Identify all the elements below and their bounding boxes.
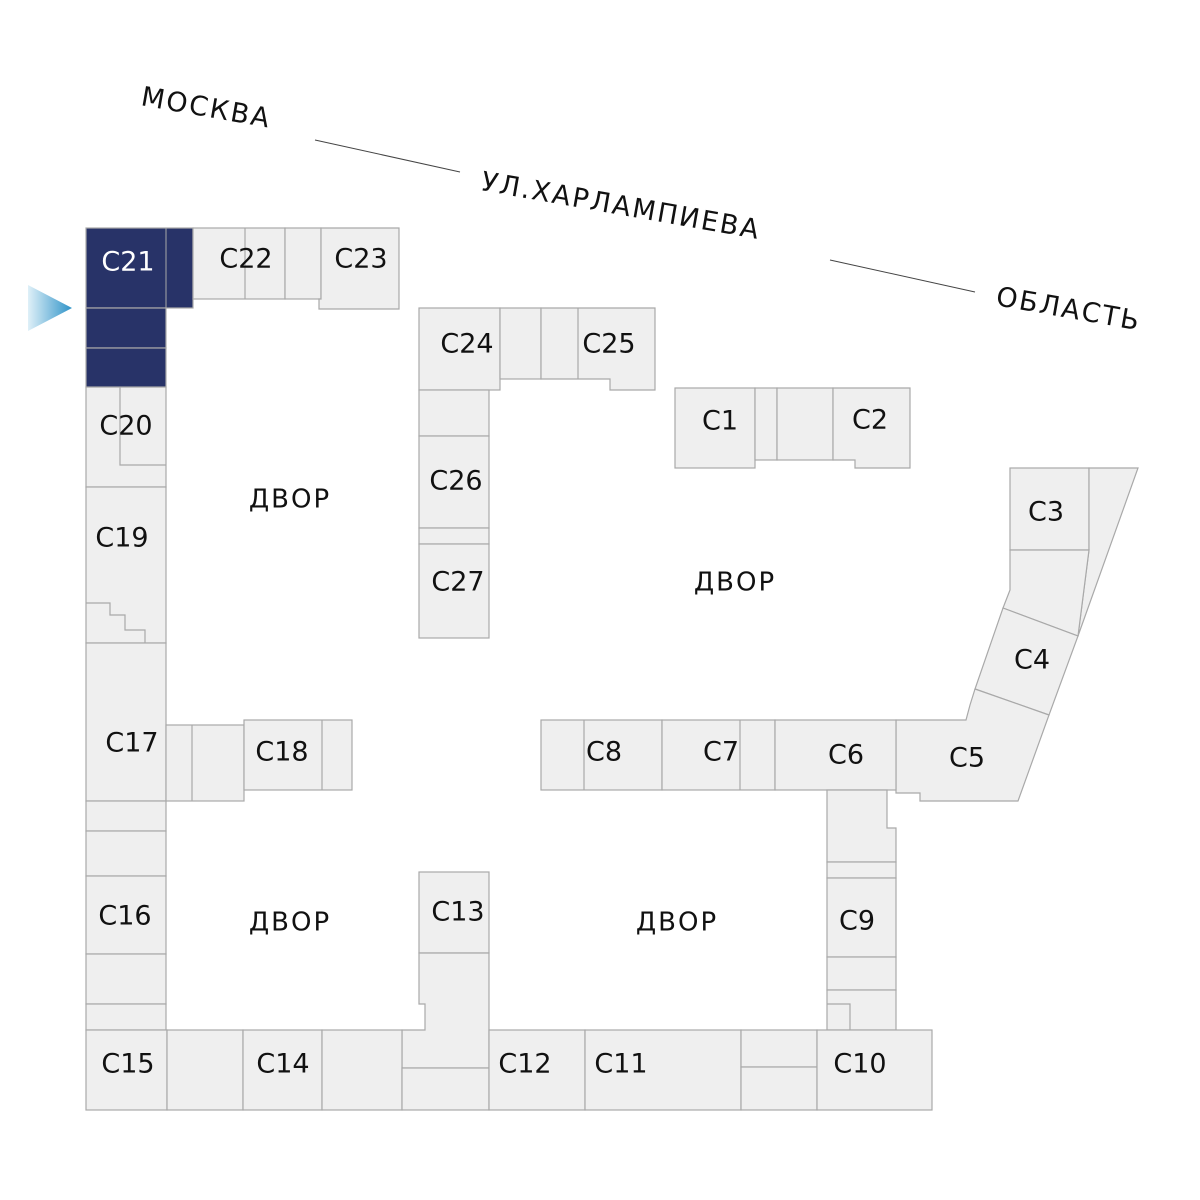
section-c23[interactable] (318, 227, 400, 310)
section-c18[interactable] (243, 719, 353, 791)
section-c16[interactable] (85, 875, 167, 955)
c19-stair-detail (86, 602, 146, 643)
road-line-1 (314, 139, 461, 173)
c1-c2-unit-a[interactable] (754, 387, 778, 461)
c20-inner-wall (119, 387, 166, 466)
section-c21[interactable] (85, 227, 194, 309)
section-c20[interactable] (85, 386, 167, 488)
courtyard-label-southwest: ДВОР (249, 908, 331, 938)
section-c14[interactable] (242, 1029, 323, 1111)
section-c11[interactable] (584, 1029, 742, 1111)
central-unit-c[interactable] (418, 527, 490, 545)
courtyard-label-northwest: ДВОР (249, 485, 331, 515)
section-c13[interactable] (418, 871, 490, 954)
c9-lower-unit-b[interactable] (826, 989, 897, 1031)
city-direction-label: МОСКВА (139, 81, 274, 134)
section-c17-annex[interactable] (165, 724, 245, 802)
section-c21-lower-b[interactable] (85, 347, 167, 388)
c9-strip[interactable] (826, 861, 897, 879)
south-row-unit-e[interactable] (740, 1066, 818, 1111)
west-wing-unit-a[interactable] (85, 800, 167, 832)
section-c27[interactable] (418, 543, 490, 639)
south-row-unit-c[interactable] (401, 1067, 490, 1111)
section-c5[interactable] (895, 688, 1050, 802)
selected-section-pointer-icon (28, 285, 72, 331)
courtyard-label-south: ДВОР (636, 908, 718, 938)
section-c26[interactable] (418, 435, 490, 529)
section-c12[interactable] (488, 1029, 586, 1111)
c9-inner-wall (827, 1003, 851, 1030)
section-c19[interactable] (85, 486, 167, 644)
section-c15[interactable] (85, 1029, 168, 1111)
south-row-unit-a[interactable] (166, 1029, 244, 1111)
section-c10[interactable] (816, 1029, 933, 1111)
section-c3[interactable] (1009, 467, 1090, 551)
section-c24[interactable] (418, 307, 501, 391)
north-row-unit[interactable] (284, 227, 322, 300)
south-row-unit-d[interactable] (740, 1029, 818, 1068)
c13-lower-unit[interactable] (401, 952, 490, 1069)
section-c2[interactable] (832, 387, 911, 469)
section-c8[interactable] (540, 719, 663, 791)
c9-upper-unit[interactable] (826, 789, 897, 863)
west-wing-unit-b[interactable] (85, 830, 167, 877)
road-line-2 (829, 259, 976, 293)
south-row-unit-b[interactable] (321, 1029, 403, 1111)
street-name-label: УЛ.ХАРЛАМПИЕВА (479, 166, 763, 246)
section-c7[interactable] (661, 719, 776, 791)
west-wing-unit-c[interactable] (85, 953, 167, 1005)
section-c25[interactable] (540, 307, 656, 391)
section-c22[interactable] (192, 227, 286, 300)
section-c9[interactable] (826, 877, 897, 958)
west-wing-unit-d[interactable] (85, 1003, 167, 1031)
region-direction-label: ОБЛАСТЬ (994, 281, 1144, 337)
courtyard-label-east: ДВОР (694, 568, 776, 598)
section-c6[interactable] (774, 719, 897, 791)
central-unit-a[interactable] (499, 307, 542, 380)
section-c1[interactable] (674, 387, 756, 469)
c9-lower-unit-a[interactable] (826, 956, 897, 991)
central-unit-b[interactable] (418, 389, 490, 437)
section-c17[interactable] (85, 642, 167, 802)
section-c21-lower-a[interactable] (85, 307, 167, 349)
c1-c2-unit-b[interactable] (776, 387, 834, 461)
